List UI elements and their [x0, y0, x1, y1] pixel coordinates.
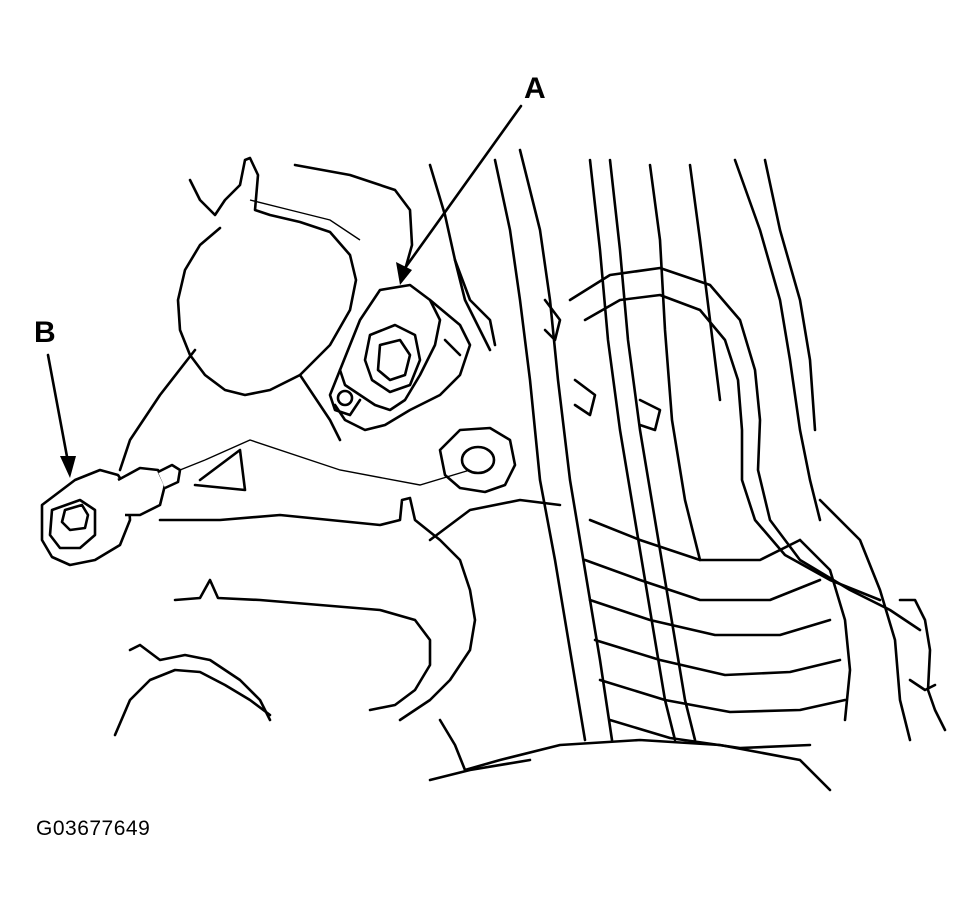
sensor-a-connector: [328, 283, 472, 432]
callout-label-a: A: [524, 72, 546, 105]
upper-housing: [293, 163, 497, 352]
wiring-harness: [493, 148, 822, 742]
leader-line-a: [396, 104, 523, 285]
sensor-b: [40, 459, 206, 567]
lower-frame: [113, 496, 947, 792]
figure-id: G03677649: [36, 817, 151, 840]
vacuum-hose: [568, 266, 922, 632]
intake-duct: [583, 498, 912, 750]
sensor-mounting-boss: [193, 426, 517, 494]
throttle-body-housing: [118, 156, 361, 472]
callout-label-b: B: [34, 316, 56, 349]
leader-line-b: [46, 353, 76, 478]
